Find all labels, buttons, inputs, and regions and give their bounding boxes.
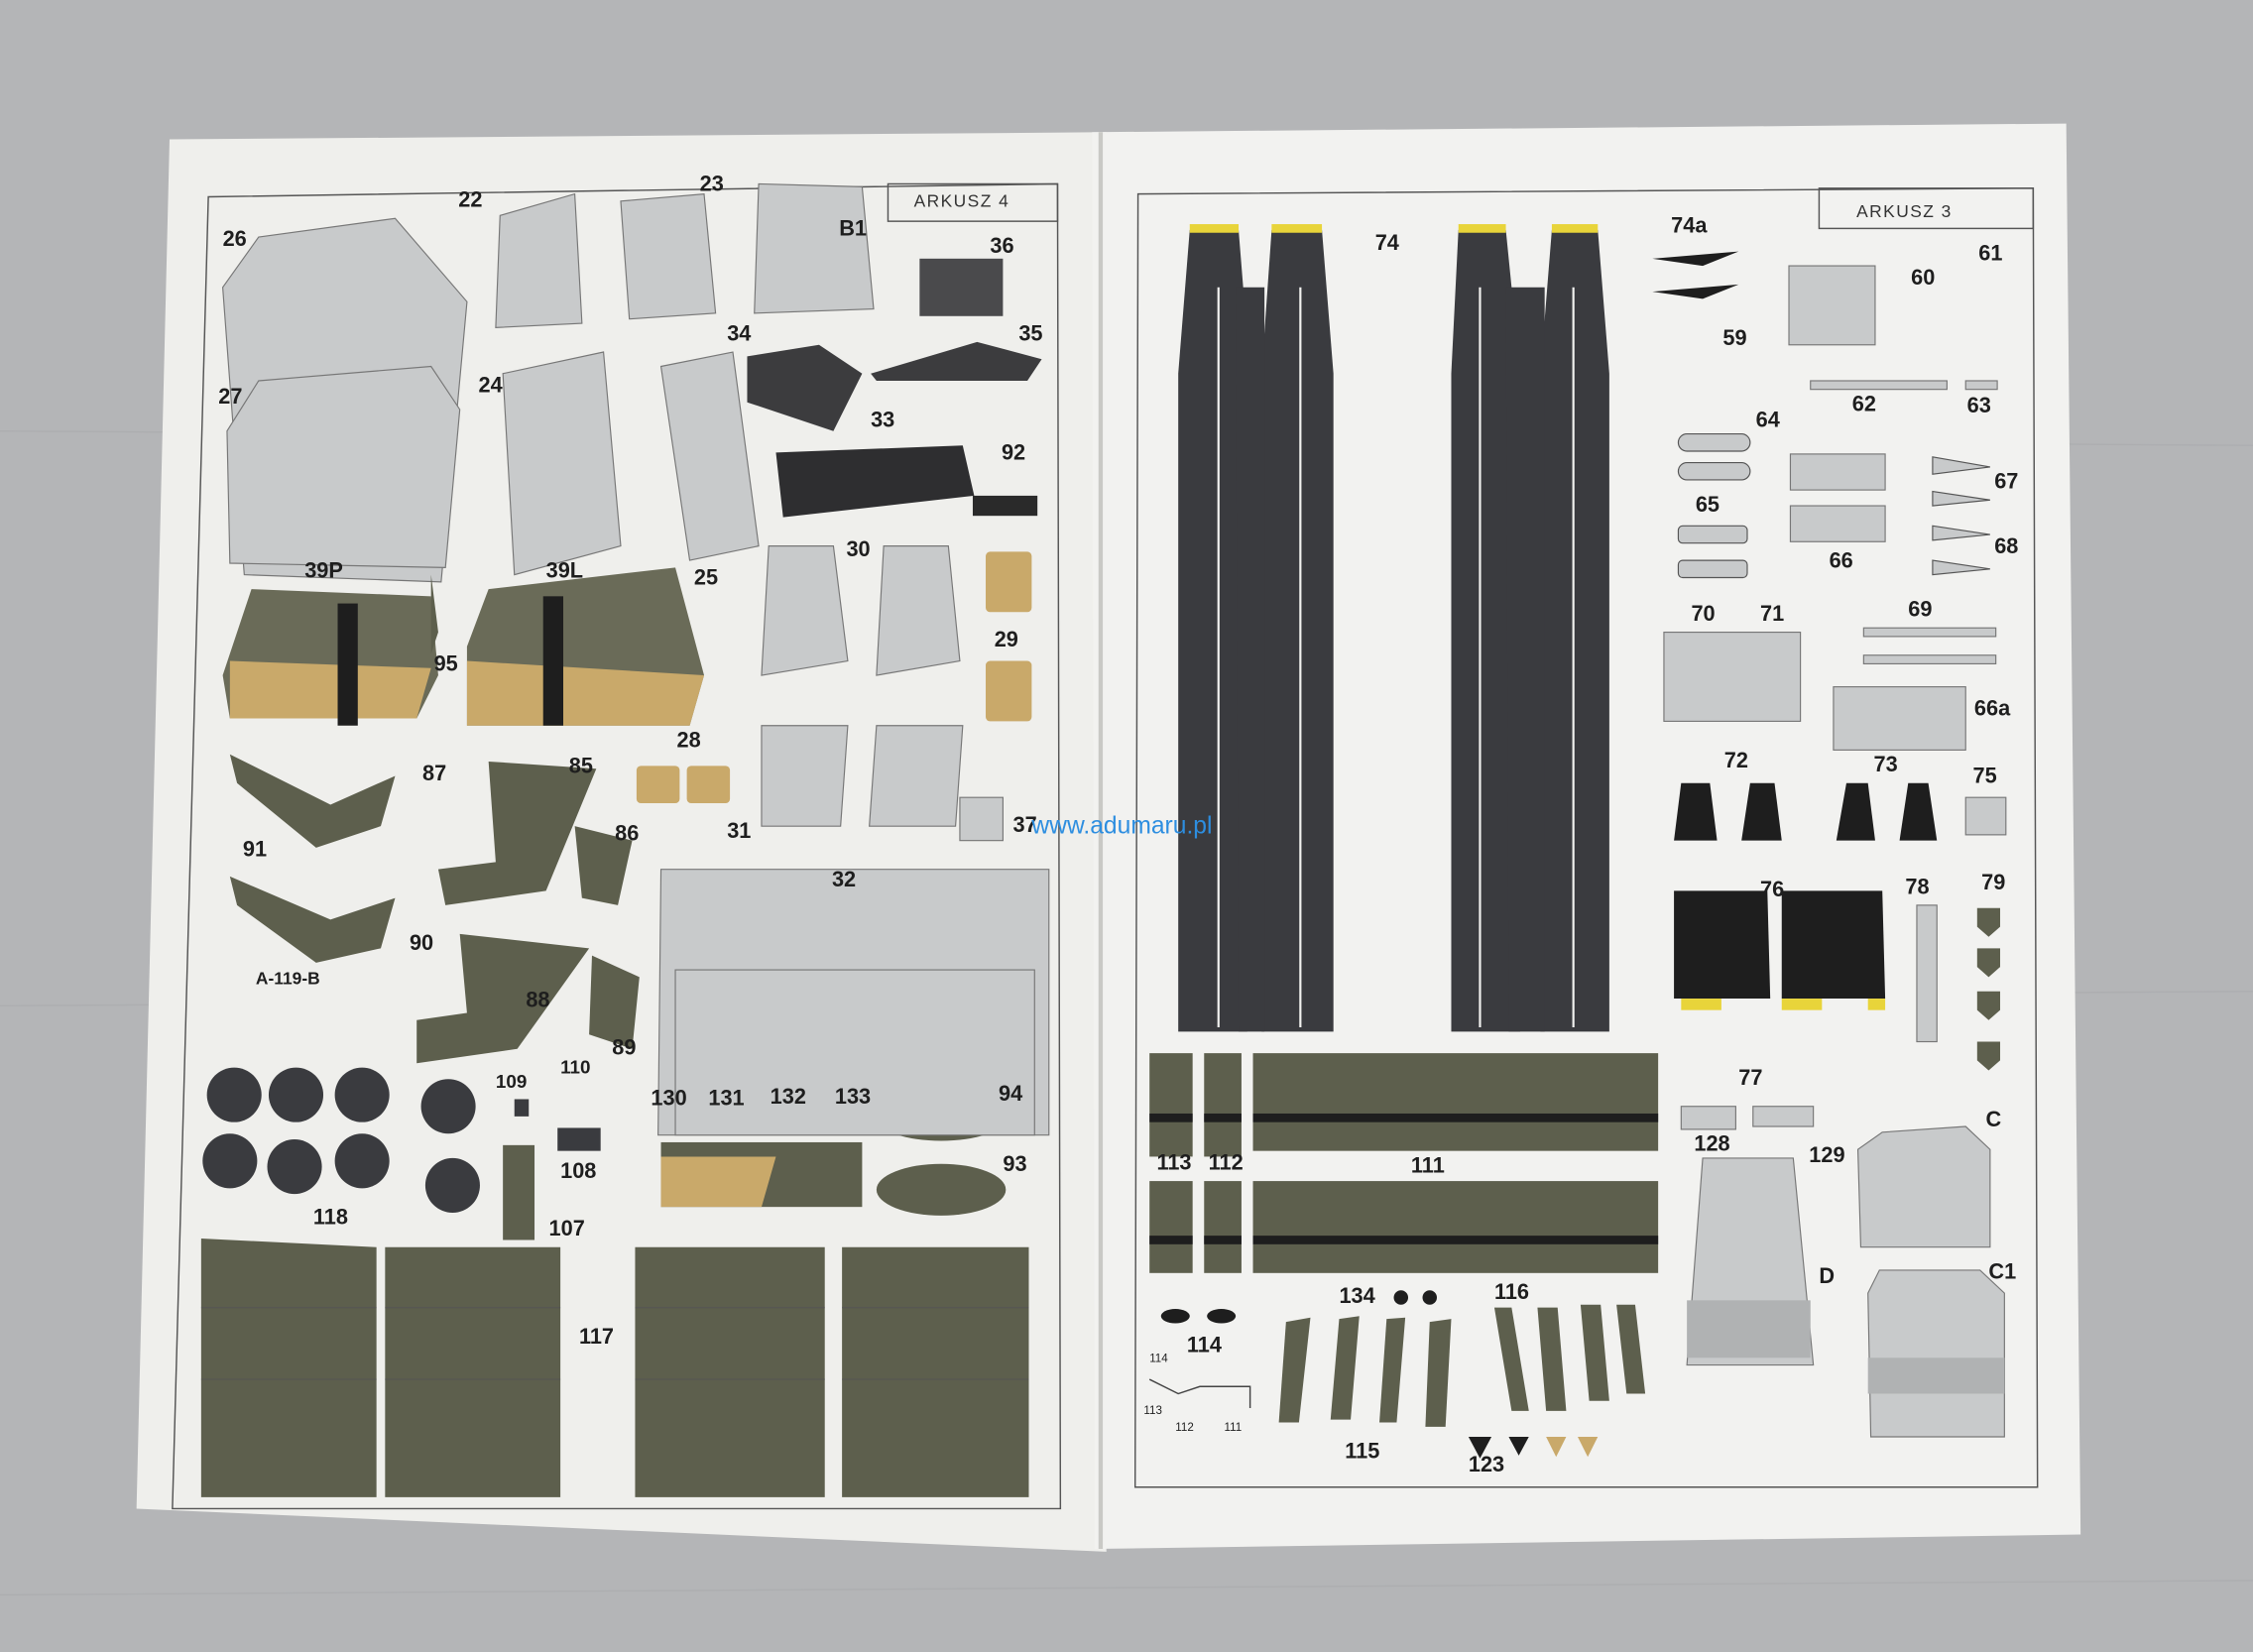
part-label: 123 <box>1468 1452 1505 1477</box>
part-label: 93 <box>1003 1152 1027 1177</box>
part-label: 115 <box>1345 1439 1380 1465</box>
part-label: 64 <box>1755 408 1780 433</box>
part-label: 30 <box>846 536 871 562</box>
part-label: 23 <box>699 172 724 197</box>
part-label: 36 <box>990 234 1014 259</box>
part-label: 74 <box>1374 231 1399 256</box>
diagram-label: 111 <box>1224 1421 1243 1435</box>
part-label: 39P <box>304 558 343 584</box>
part-label: 37 <box>1012 813 1037 838</box>
part-label: 109 <box>495 1070 528 1093</box>
part-label: B1 <box>839 216 868 242</box>
part-label: C1 <box>1988 1259 2017 1285</box>
part-label: 87 <box>422 761 447 786</box>
sheet-title-arkusz-4: ARKUSZ 4 <box>913 190 1010 212</box>
part-label: 61 <box>1978 241 2003 267</box>
part-label: 34 <box>727 321 752 347</box>
part-label: 24 <box>478 373 503 399</box>
part-label: C <box>1985 1108 2002 1132</box>
part-label: 113 <box>1156 1150 1192 1176</box>
part-label: 71 <box>1760 602 1785 627</box>
part-label: 70 <box>1691 602 1716 627</box>
part-label: 118 <box>312 1205 348 1231</box>
part-label: 26 <box>222 226 247 252</box>
part-label: 91 <box>242 837 268 863</box>
part-label: 68 <box>1994 534 2019 559</box>
part-label: 31 <box>727 818 752 844</box>
part-label: 22 <box>458 187 483 213</box>
part-label: 66a <box>1973 696 2011 722</box>
part-label: 79 <box>1981 871 2006 895</box>
part-label: 114 <box>1186 1333 1222 1358</box>
part-label: 88 <box>526 988 550 1013</box>
part-label: 65 <box>1695 493 1720 518</box>
part-label: 73 <box>1873 753 1898 777</box>
part-label: 69 <box>1908 597 1933 623</box>
part-label: 28 <box>676 728 701 754</box>
part-label: 94 <box>999 1082 1023 1107</box>
part-label: 25 <box>693 565 719 591</box>
part-label: 129 <box>1809 1143 1845 1169</box>
part-label: 85 <box>568 754 593 779</box>
part-label: 33 <box>871 408 895 433</box>
part-label: A-119-B <box>255 968 320 989</box>
part-label: 67 <box>1994 469 2019 495</box>
part-label: 107 <box>548 1217 585 1241</box>
part-label: 131 <box>708 1086 745 1112</box>
part-label: 27 <box>218 385 243 410</box>
part-label: 76 <box>1760 878 1785 902</box>
part-label: 89 <box>612 1035 637 1061</box>
part-label: 130 <box>651 1086 687 1112</box>
part-label: 66 <box>1829 548 1853 574</box>
part-label: 32 <box>831 868 857 892</box>
diagram-114 <box>1148 1378 1251 1409</box>
parts-39 <box>222 567 705 726</box>
part-label: 86 <box>615 821 640 847</box>
part-label: 134 <box>1339 1284 1375 1310</box>
part-label: 74a <box>1671 213 1708 239</box>
part-label: 77 <box>1738 1066 1763 1091</box>
sheet-title-arkusz-3: ARKUSZ 3 <box>1856 200 1953 222</box>
watermark: www.adumaru.pl <box>1031 811 1213 840</box>
part-label: 62 <box>1851 392 1876 417</box>
part-label: 128 <box>1694 1131 1730 1157</box>
part-label: 29 <box>994 628 1018 652</box>
part-label: 110 <box>560 1056 591 1078</box>
part-label: 133 <box>834 1084 872 1110</box>
part-label: 116 <box>1493 1280 1530 1305</box>
part-label: 39L <box>545 558 584 584</box>
part-label: 132 <box>770 1084 806 1110</box>
part-label: 59 <box>1722 325 1747 351</box>
part-label: 35 <box>1018 321 1043 347</box>
part-label: 117 <box>578 1324 615 1350</box>
part-label: 90 <box>409 930 434 956</box>
diagram-label: 112 <box>1175 1421 1194 1435</box>
part-label: 111 <box>1410 1153 1445 1179</box>
diagram-label: 113 <box>1143 1403 1162 1417</box>
part-label: 92 <box>1001 440 1026 466</box>
part-label: 108 <box>560 1159 597 1184</box>
part-label: 75 <box>1972 764 1997 789</box>
part-label: 60 <box>1911 266 1936 291</box>
part-label: 72 <box>1723 748 1748 773</box>
part-label: 112 <box>1208 1150 1244 1176</box>
diagram-label: 114 <box>1149 1352 1168 1365</box>
part-label: 63 <box>1966 394 1991 418</box>
parts-74 <box>1178 229 1609 1032</box>
part-label: 78 <box>1905 875 1930 900</box>
part-label: D <box>1819 1264 1836 1289</box>
part-label: 95 <box>433 651 458 677</box>
